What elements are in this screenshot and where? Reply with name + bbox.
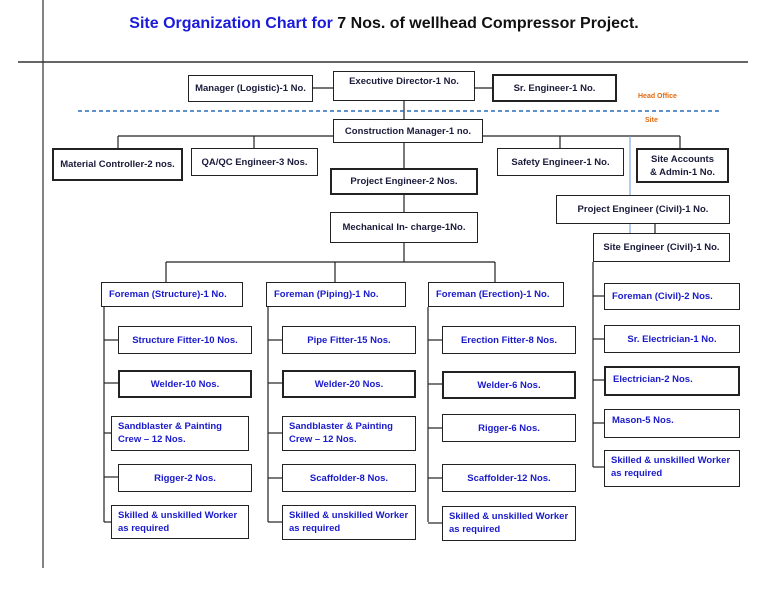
structure-worker-line1: Skilled & unskilled Worker — [118, 510, 238, 521]
structure-fitter-box: Structure Fitter-10 Nos. — [118, 326, 252, 354]
mechanical-incharge-box: Mechanical In- charge-1No. — [330, 212, 478, 243]
foreman-civil-box: Foreman (Civil)-2 Nos. — [604, 283, 740, 310]
piping-sandblaster-line2: Crew – 12 Nos. — [289, 434, 357, 445]
piping-worker-line2: as required — [289, 523, 341, 534]
structure-rigger-box: Rigger-2 Nos. — [118, 464, 252, 492]
executive-director-box: Executive Director-1 No. — [333, 71, 475, 101]
structure-welder-box: Welder-10 Nos. — [118, 370, 252, 398]
structure-worker-box: Skilled & unskilled Worker as required — [111, 505, 249, 539]
sr-electrician-box: Sr. Electrician-1 No. — [604, 325, 740, 353]
sr-engineer-box: Sr. Engineer-1 No. — [492, 74, 617, 102]
qa-qc-engineer-box: QA/QC Engineer-3 Nos. — [191, 148, 318, 176]
erection-rigger-box: Rigger-6 Nos. — [442, 414, 576, 442]
foreman-structure-box: Foreman (Structure)-1 No. — [101, 282, 243, 307]
erection-scaffolder-box: Scaffolder-12 Nos. — [442, 464, 576, 492]
structure-sandblaster-line1: Sandblaster & Painting — [118, 421, 222, 432]
project-engineer-civil-box: Project Engineer (Civil)-1 No. — [556, 195, 730, 224]
site-accounts-line2: & Admin-1 No. — [649, 167, 716, 178]
civil-worker-box: Skilled & unskilled Worker as required — [604, 450, 740, 487]
pipe-fitter-box: Pipe Fitter-15 Nos. — [282, 326, 416, 354]
manager-logistic-box: Manager (Logistic)-1 No. — [188, 75, 313, 102]
erection-worker-box: Skilled & unskilled Worker as required — [442, 506, 576, 541]
erection-worker-line1: Skilled & unskilled Worker — [449, 511, 569, 522]
erection-welder-box: Welder-6 Nos. — [442, 371, 576, 399]
site-engineer-civil-box: Site Engineer (Civil)-1 No. — [593, 233, 730, 262]
electrician-box: Electrician-2 Nos. — [604, 366, 740, 396]
chart-title-blue: Site Organization Chart for — [129, 15, 338, 32]
mason-box: Mason-5 Nos. — [604, 409, 740, 438]
structure-sandblaster-line2: Crew – 12 Nos. — [118, 434, 186, 445]
construction-manager-box: Construction Manager-1 no. — [333, 119, 483, 143]
civil-worker-line2: as required — [611, 468, 663, 479]
erection-worker-line2: as required — [449, 524, 501, 535]
chart-title: Site Organization Chart for 7 Nos. of we… — [0, 15, 768, 33]
civil-worker-line1: Skilled & unskilled Worker — [611, 455, 731, 466]
safety-engineer-box: Safety Engineer-1 No. — [497, 148, 624, 176]
piping-scaffolder-box: Scaffolder-8 Nos. — [282, 464, 416, 492]
structure-worker-line2: as required — [118, 523, 170, 534]
structure-sandblaster-box: Sandblaster & Painting Crew – 12 Nos. — [111, 416, 249, 451]
piping-sandblaster-box: Sandblaster & Painting Crew – 12 Nos. — [282, 416, 416, 451]
erection-fitter-box: Erection Fitter-8 Nos. — [442, 326, 576, 354]
piping-worker-line1: Skilled & unskilled Worker — [289, 510, 409, 521]
site-accounts-box: Site Accounts & Admin-1 No. — [636, 148, 729, 183]
material-controller-box: Material Controller-2 nos. — [52, 148, 183, 181]
project-engineer-box: Project Engineer-2 Nos. — [330, 168, 478, 195]
chart-title-black: 7 Nos. of wellhead Compressor Project. — [337, 15, 639, 32]
site-label: Site — [645, 117, 658, 124]
piping-welder-box: Welder-20 Nos. — [282, 370, 416, 398]
foreman-piping-box: Foreman (Piping)-1 No. — [266, 282, 406, 307]
head-office-label: Head Office — [638, 93, 677, 100]
piping-sandblaster-line1: Sandblaster & Painting — [289, 421, 393, 432]
foreman-erection-box: Foreman (Erection)-1 No. — [428, 282, 564, 307]
site-accounts-line1: Site Accounts — [651, 154, 714, 165]
piping-worker-box: Skilled & unskilled Worker as required — [282, 505, 416, 540]
